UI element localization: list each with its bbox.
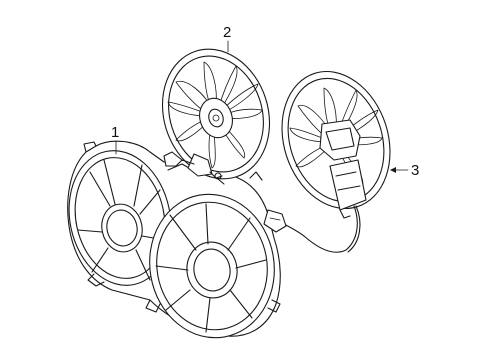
fan-assembly-right [263,70,391,253]
fan-shroud [67,140,281,339]
callout-2-label: 2 [223,24,231,41]
fan-assembly-left [161,48,271,180]
callout-1: 1 [111,124,119,155]
callout-1-label: 1 [111,124,119,141]
callout-3: 3 [390,162,419,179]
callout-3-label: 3 [411,162,419,179]
callout-2: 2 [223,24,231,53]
callout-3-arrow [390,167,396,173]
